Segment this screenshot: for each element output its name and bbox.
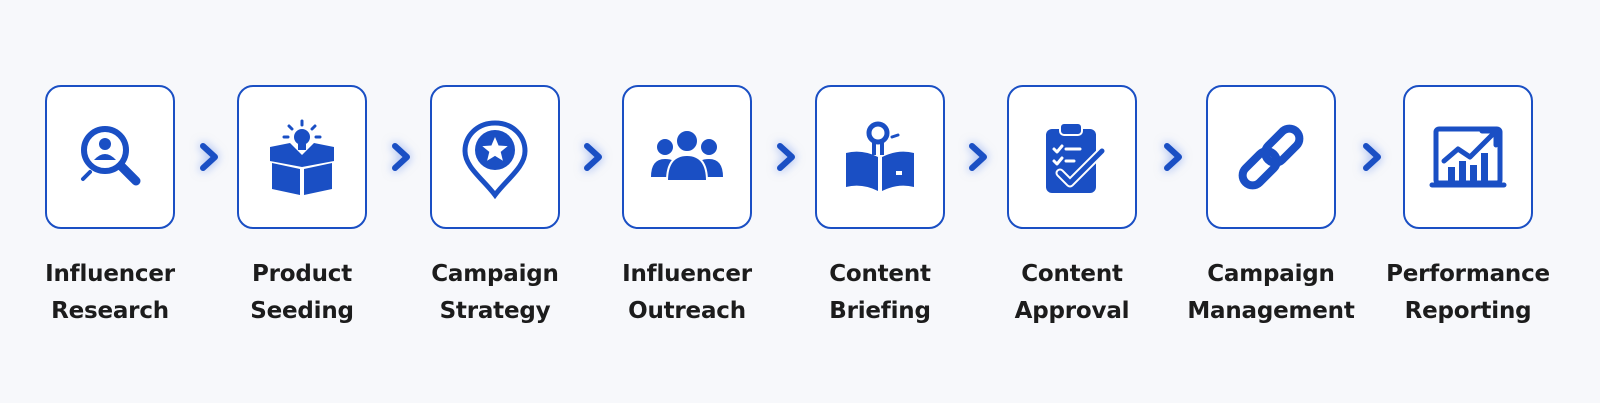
step-box-influencer-research <box>45 85 175 229</box>
clipboard-check-icon <box>1046 122 1107 193</box>
chain-link-icon <box>1238 124 1304 190</box>
step-box-performance-reporting <box>1403 85 1533 229</box>
chevron-right-icon <box>777 143 795 171</box>
growth-chart-icon <box>1429 126 1507 188</box>
person-reading-book-icon <box>846 121 914 191</box>
chevron-right-icon <box>1164 143 1182 171</box>
step-box-influencer-outreach <box>622 85 752 229</box>
magnifier-user-icon <box>81 126 141 186</box>
step-box-campaign-strategy <box>430 85 560 229</box>
group-people-icon <box>651 129 723 182</box>
chevron-right-icon <box>200 143 218 171</box>
step-box-product-seeding <box>237 85 367 229</box>
chevron-right-icon <box>584 143 602 171</box>
step-box-campaign-management <box>1206 85 1336 229</box>
chevron-right-icon <box>1363 143 1381 171</box>
step-box-content-briefing <box>815 85 945 229</box>
step-box-content-approval <box>1007 85 1137 229</box>
lightbulb-box-icon <box>270 119 334 195</box>
chevron-right-icon <box>969 143 987 171</box>
map-pin-star-icon <box>462 120 528 199</box>
chevron-right-icon <box>392 143 410 171</box>
